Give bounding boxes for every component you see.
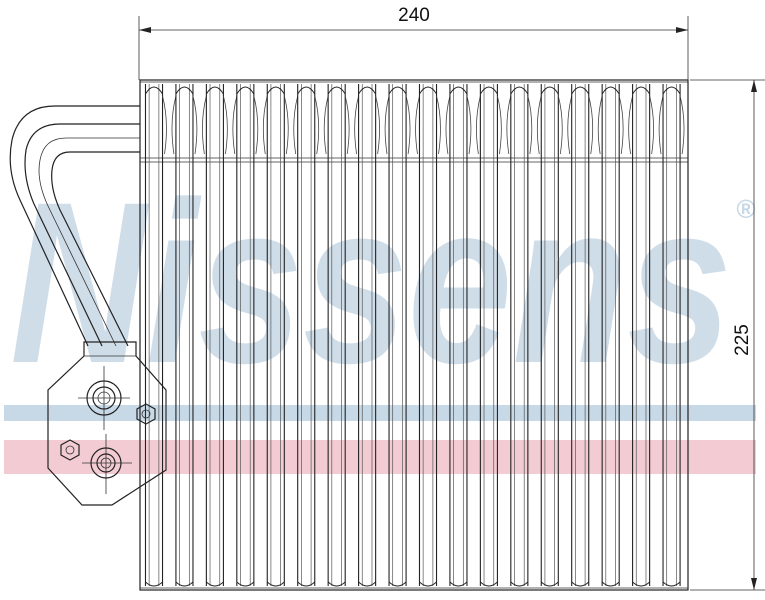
evaporator-tube [297, 84, 329, 587]
width-dimension-label: 240 [398, 5, 430, 26]
upper-pipe-fitting [78, 366, 130, 430]
watermark-registered-mark: ® [736, 194, 756, 224]
evaporator-tubes [144, 84, 685, 587]
width-dimension: 240 [138, 5, 689, 80]
evaporator-tube [540, 84, 573, 587]
evaporator-tube [632, 84, 664, 587]
evaporator-tube [571, 84, 603, 587]
evaporator-tube [327, 84, 359, 587]
watermark-band-red [4, 440, 756, 474]
evaporator-tube [266, 84, 299, 587]
evaporator-tube [418, 84, 451, 587]
evaporator-tube [205, 84, 238, 587]
pipe-flange-block [47, 341, 167, 506]
flange-bolt-right [136, 403, 156, 425]
evaporator-tube [601, 84, 633, 587]
inlet-outlet-pipes [9, 105, 140, 347]
evaporator-tube [662, 84, 685, 587]
lower-pipe-fitting [82, 434, 132, 494]
evaporator-core [139, 79, 689, 591]
evaporator-tube [358, 84, 390, 587]
height-dimension-label: 225 [732, 324, 753, 356]
height-dimension: 225 [690, 79, 765, 591]
evaporator-tube [144, 84, 177, 587]
evaporator-tube [236, 84, 268, 587]
evaporator-tube [510, 84, 542, 587]
watermark-brand-logo: Nissens [10, 154, 732, 411]
evaporator-tube [175, 84, 207, 587]
flange-bolt-left [60, 439, 80, 461]
evaporator-tube [479, 84, 512, 587]
evaporator-tube [449, 84, 481, 587]
watermark-band-blue [4, 405, 756, 421]
evaporator-tube [388, 84, 420, 587]
